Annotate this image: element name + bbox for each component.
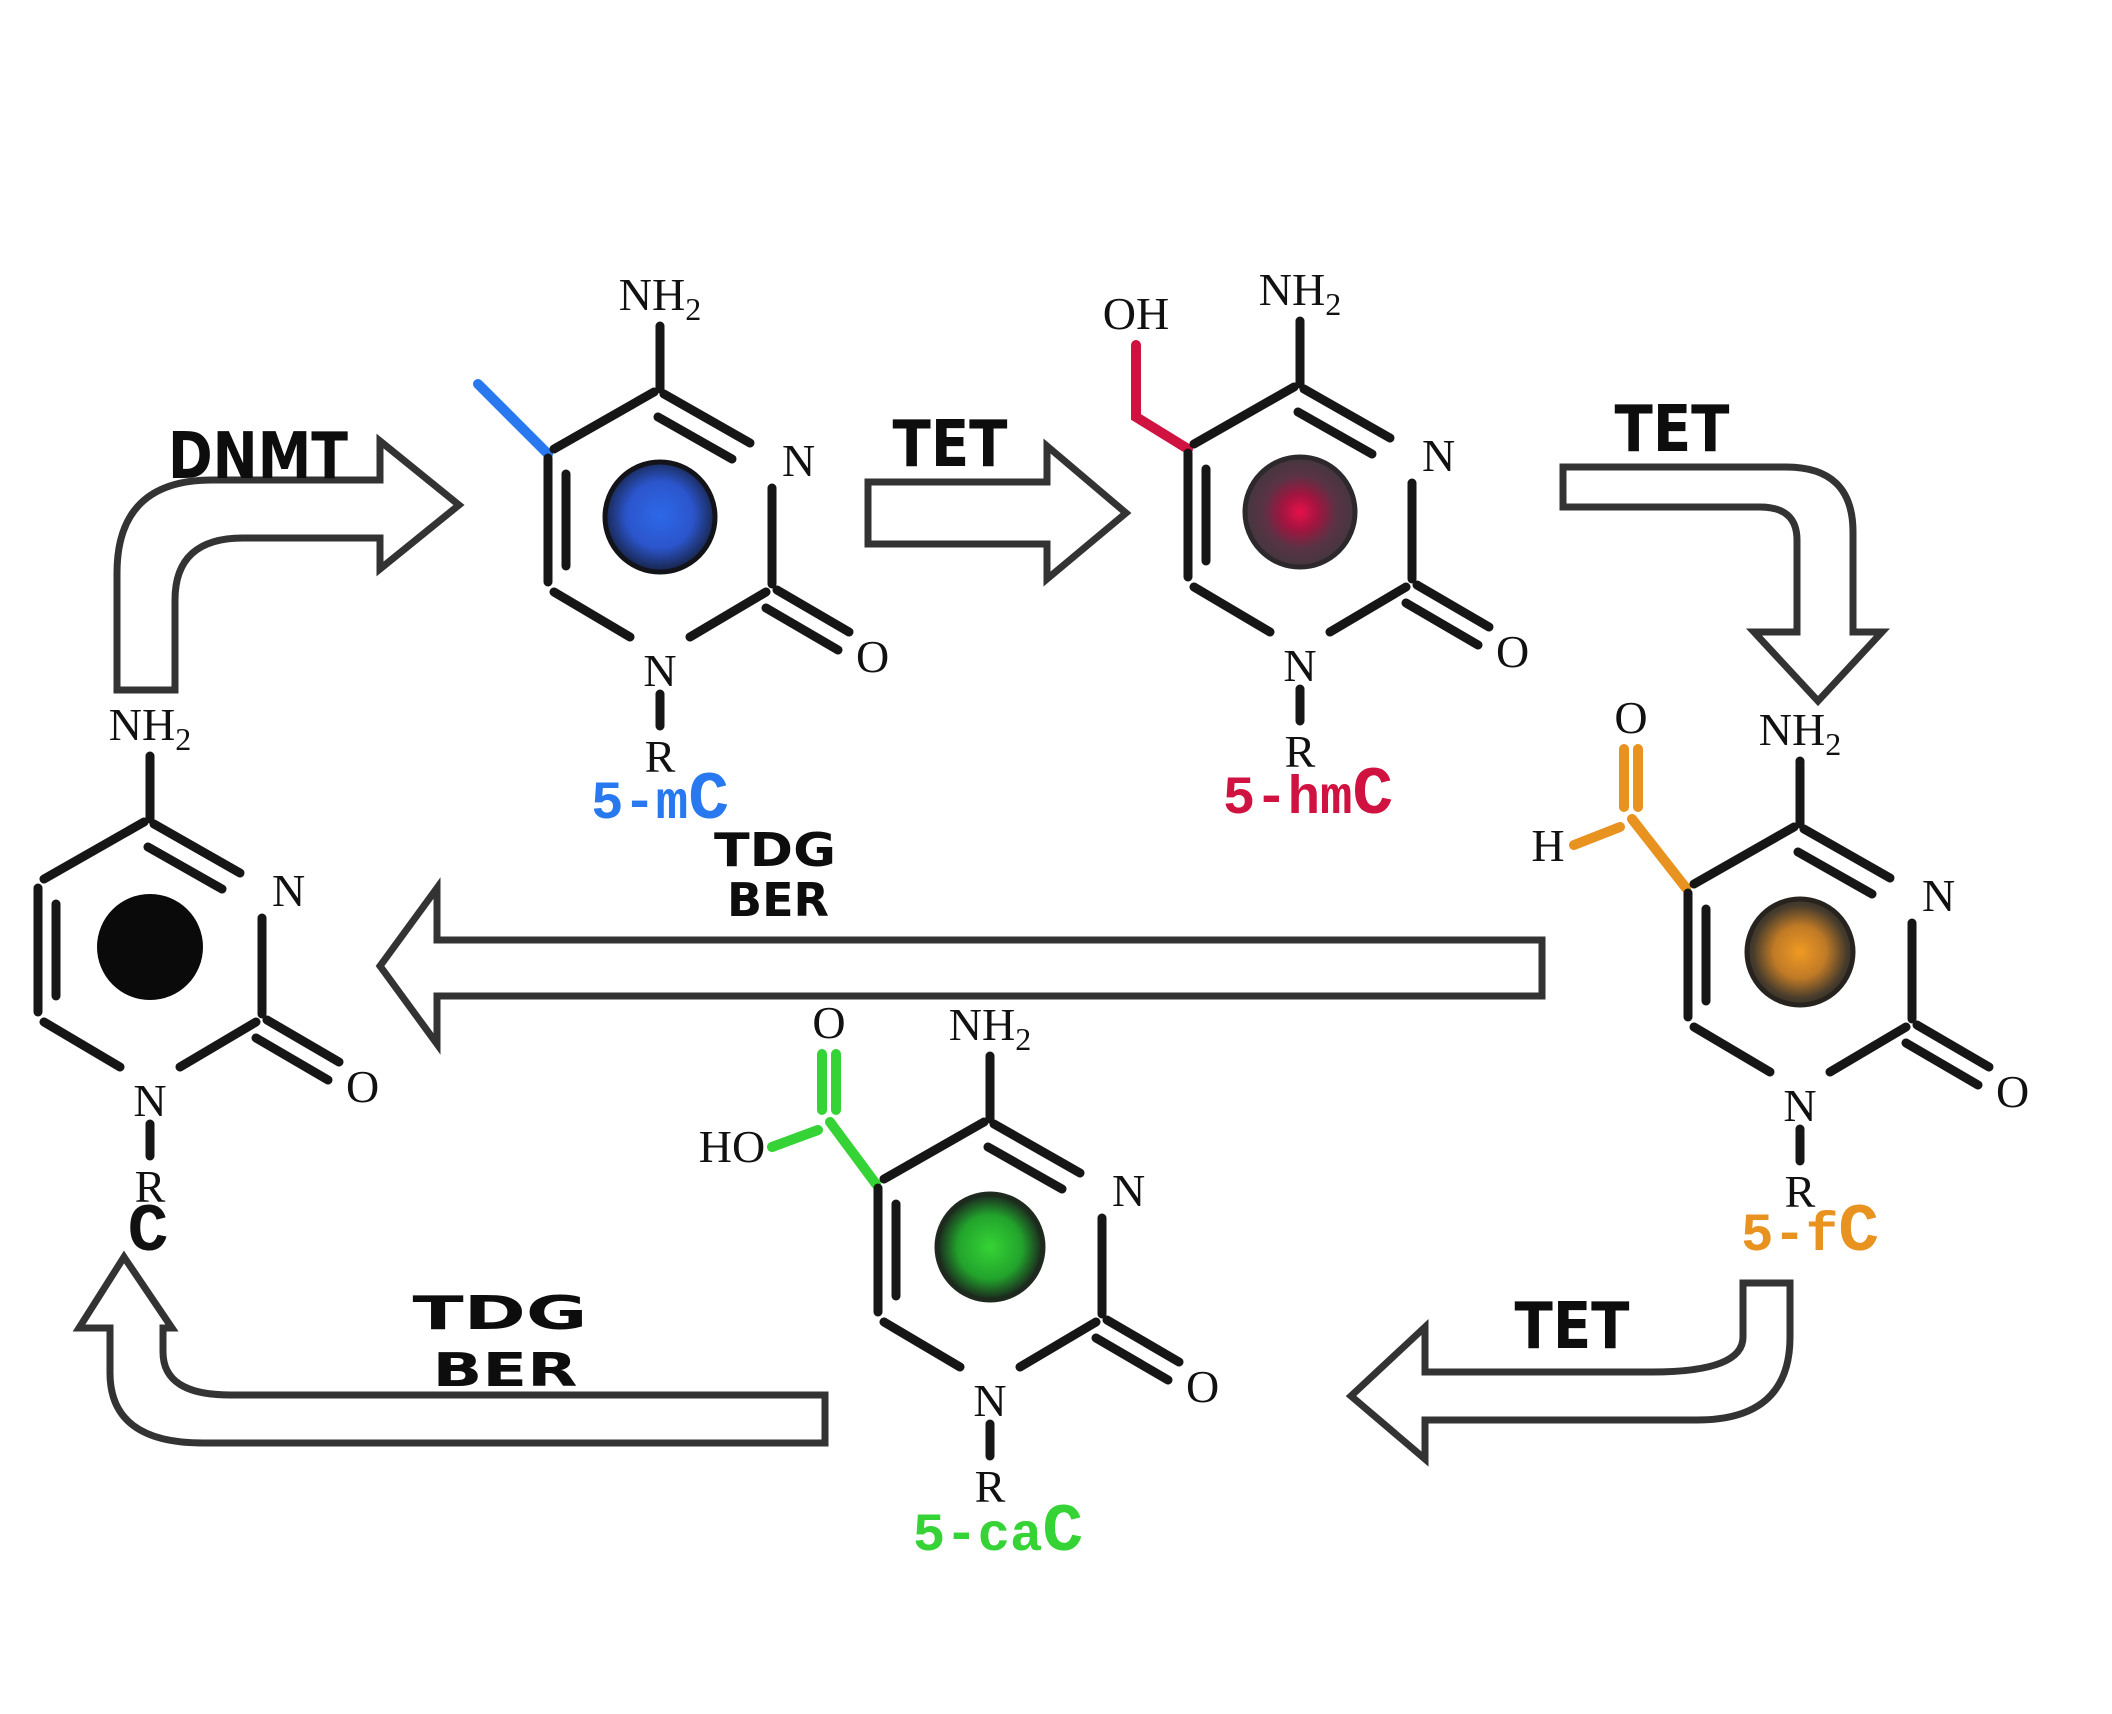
arrow-tet-right — [1559, 463, 1891, 707]
cytosine-name-label: C — [128, 1194, 169, 1271]
formyl-group: O H — [1531, 692, 1691, 893]
enzyme-ber-left-label: BER — [433, 1343, 578, 1397]
molecule-5mc: 5-mC — [473, 269, 889, 839]
5hmc-center-dot — [1242, 454, 1358, 570]
enzyme-tet-top-label: TET — [893, 408, 1008, 482]
enzyme-labels-layer: DNMT TET TET TET TDG BER TDG BER — [168, 393, 1730, 1397]
5cac-name-label: 5-caC — [913, 1494, 1083, 1571]
enzyme-tdg-left-label: TDG — [413, 1286, 588, 1340]
carboxyl-oh-bond — [767, 1125, 823, 1152]
5mc-center-dot — [602, 459, 718, 575]
molecule-5cac: O HO 5-caC — [699, 997, 1219, 1571]
formyl-o-label: O — [1614, 692, 1647, 743]
enzyme-dnmt-label: DNMT — [168, 420, 348, 494]
arrows-layer — [72, 433, 1891, 1467]
molecule-5fc: O H 5-fC — [1531, 692, 2029, 1271]
5hmc-name-label: 5-hmC — [1223, 757, 1393, 834]
formyl-ring-bond — [1627, 814, 1691, 893]
carboxyl-group: O HO — [699, 997, 881, 1189]
hydroxymethyl-bond — [1131, 340, 1193, 454]
arrow-tet-top — [864, 438, 1132, 587]
arrow-dnmt — [113, 433, 465, 694]
cytosine-center-dot — [97, 894, 203, 1000]
arrow-tdg-ber-left — [72, 1250, 829, 1447]
carboxyl-ring-bond — [825, 1117, 881, 1189]
arrow-tet-bottom — [1345, 1279, 1794, 1467]
carboxyl-ho-label: HO — [699, 1121, 765, 1172]
formyl-ch-bond — [1569, 822, 1625, 850]
carboxyl-o-label: O — [812, 997, 845, 1048]
formyl-h-label: H — [1531, 820, 1564, 871]
hydroxyl-label: OH — [1103, 288, 1169, 339]
enzyme-tet-bottom-label: TET — [1515, 1290, 1630, 1364]
enzyme-ber-mid-label: BER — [727, 873, 829, 927]
enzyme-tdg-mid-label: TDG — [714, 823, 836, 877]
molecule-5hmc: OH 5-hmC — [1103, 264, 1529, 834]
molecule-cytosine: C — [38, 699, 379, 1271]
5fc-name-label: 5-fC — [1741, 1194, 1879, 1271]
arrow-tdg-ber-mid — [375, 877, 1546, 1055]
5fc-center-dot — [1744, 896, 1856, 1008]
5cac-center-dot — [934, 1191, 1046, 1303]
enzyme-tet-right-label: TET — [1615, 393, 1730, 467]
methyl-bond — [473, 379, 553, 459]
5mc-name-label: 5-mC — [591, 762, 729, 839]
